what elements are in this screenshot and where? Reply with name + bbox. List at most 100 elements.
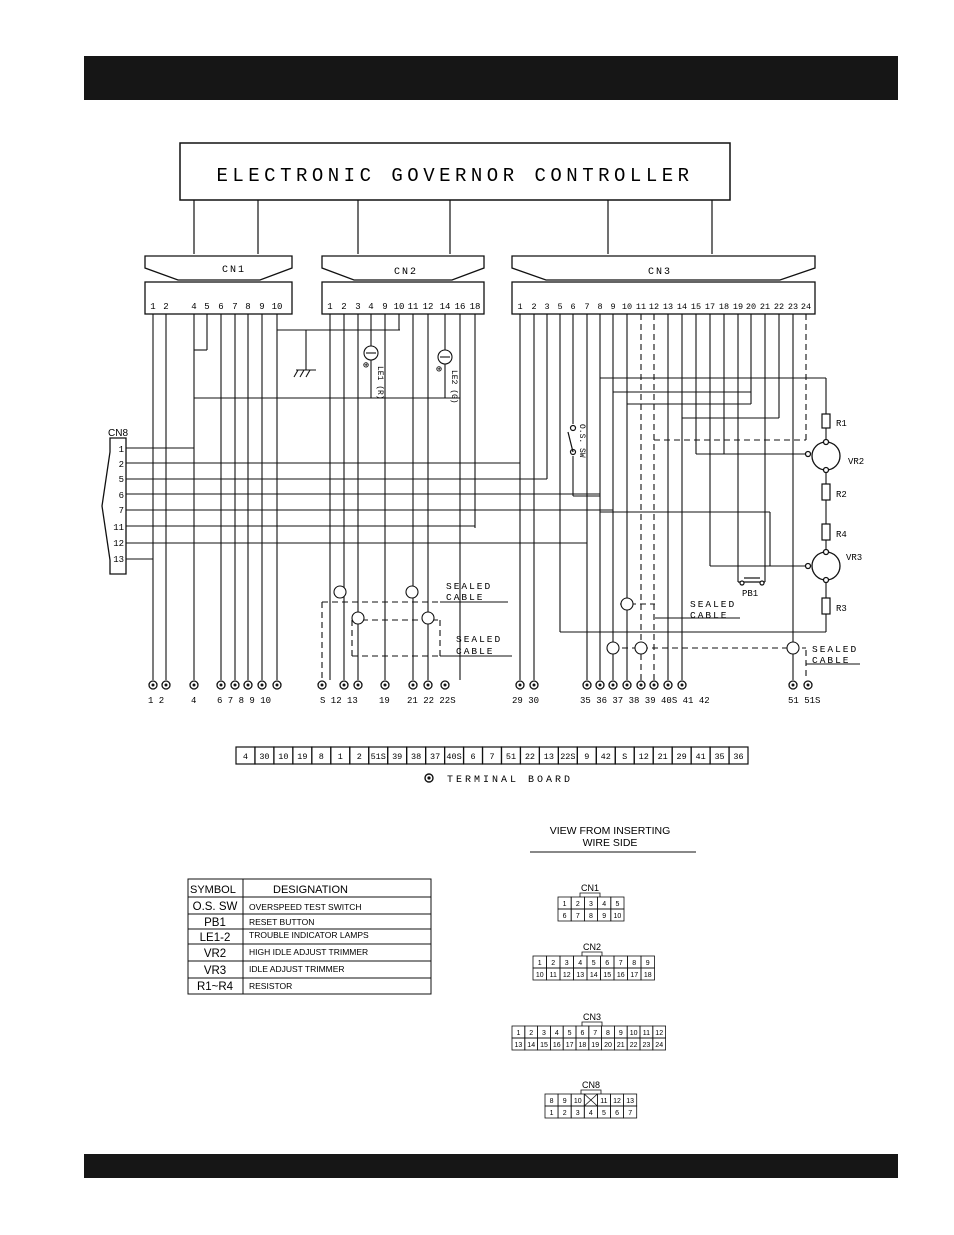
cn1-body <box>144 281 293 315</box>
legend-designation: HIGH IDLE ADJUST TRIMMER <box>249 947 368 957</box>
cn3-pin: 8 <box>597 302 602 312</box>
view-cn2-cell-label: 3 <box>565 960 569 967</box>
cn2-pin: 18 <box>470 302 481 312</box>
cn1-header <box>144 255 293 281</box>
view-cn3-cell-label: 4 <box>555 1030 559 1037</box>
cn3-body <box>511 281 816 315</box>
cn3-pin: 12 <box>649 302 659 312</box>
pb1-label: PB1 <box>742 589 758 599</box>
terminal-board-cell-label: 19 <box>297 752 307 762</box>
view-cn8-cell-label: 4 <box>589 1110 593 1117</box>
trimmer-vr3-icon <box>811 551 841 581</box>
lamp-le2-icon <box>437 349 453 365</box>
cn3-pin: 19 <box>733 302 743 312</box>
view-cn3-cell-label: 24 <box>655 1042 663 1049</box>
view-cn2-cell-label: 6 <box>605 960 609 967</box>
svg-text:⊕: ⊕ <box>436 365 442 376</box>
view-cn2-cell-label: 18 <box>644 972 652 979</box>
sealed-cable-1-line2: CABLE <box>446 592 485 603</box>
terminal-labels-21-22s: 21 22 22S <box>407 696 456 706</box>
cn2-pin: 16 <box>455 302 466 312</box>
view-cn3-cell-label: 12 <box>655 1030 663 1037</box>
view-cn3-cell-label: 15 <box>540 1042 548 1049</box>
terminal-labels-19: 19 <box>379 696 390 706</box>
view-cn2-cell-label: 10 <box>536 972 544 979</box>
lamp-le2-label: LE2 (G) <box>449 370 458 404</box>
cn8-pin: 2 <box>119 460 124 470</box>
cn2-pin: 11 <box>408 302 419 312</box>
view-cn3-cell-label: 7 <box>593 1030 597 1037</box>
view-cn3-cell-label: 6 <box>580 1030 584 1037</box>
legend-designation: RESISTOR <box>249 981 292 991</box>
view-cn1-cell-label: 4 <box>602 901 606 908</box>
cn2-pin: 4 <box>368 302 373 312</box>
sealed-cable-4-line1: SEALED <box>812 644 858 655</box>
cn3-label: CN3 <box>648 267 672 278</box>
view-cn3-cell-label: 20 <box>604 1042 612 1049</box>
cn3-pin: 21 <box>760 302 770 312</box>
cn2-pin: 14 <box>440 302 451 312</box>
view-cn1-cell-label: 7 <box>576 913 580 920</box>
sealed-cable-4-line2: CABLE <box>812 655 851 666</box>
r3-label: R3 <box>836 604 847 614</box>
view-cn1-label: CN1 <box>581 883 599 893</box>
cn2-pin: 12 <box>423 302 434 312</box>
view-cn1-cell-label: 9 <box>602 913 606 920</box>
cn8-pin: 13 <box>113 555 124 565</box>
cn1-pin: 7 <box>232 302 237 312</box>
terminal-board-cell-label: 8 <box>319 752 324 762</box>
sealed-cable-3-line2: CABLE <box>690 610 729 621</box>
terminal-board-cell-label: 29 <box>677 752 687 762</box>
cn1-pin: 8 <box>245 302 250 312</box>
view-cn8-cell-label: 13 <box>626 1098 634 1105</box>
terminal-board-cell-label: 30 <box>259 752 269 762</box>
cn2-header <box>321 255 485 281</box>
view-cn8-cell <box>623 1105 638 1119</box>
terminal-board-cell-label: 13 <box>544 752 554 762</box>
legend-symbol: O.S. SW <box>193 901 238 913</box>
cn2-pin: 2 <box>341 302 346 312</box>
terminal-board-cell-label: 40S <box>446 752 461 762</box>
view-cn8-cell-label: 6 <box>615 1110 619 1117</box>
view-heading-line1: VIEW FROM INSERTING <box>550 825 671 837</box>
terminal-board-cell-label: 42 <box>601 752 611 762</box>
legend-designation: IDLE ADJUST TRIMMER <box>249 964 345 974</box>
view-cn1-cell-label: 2 <box>576 901 580 908</box>
cn3-pin: 24 <box>801 302 811 312</box>
resistor-r3 <box>821 597 831 615</box>
footer-bar <box>84 1154 898 1178</box>
view-cn3-cell-label: 14 <box>527 1042 535 1049</box>
legend-symbol: LE1-2 <box>200 932 231 944</box>
view-cn3-cell-label: 8 <box>606 1030 610 1037</box>
view-cn8-cell-label: 12 <box>613 1098 621 1105</box>
terminal-board-caption: TERMINAL BOARD <box>447 775 573 786</box>
view-cn1-cell-label: 1 <box>563 901 567 908</box>
cn1-pin: 9 <box>259 302 264 312</box>
legend-header-symbol: SYMBOL <box>190 884 236 896</box>
view-cn2-cell-label: 9 <box>646 960 650 967</box>
view-cn8-cell-label: 11 <box>600 1098 607 1105</box>
cn3-pin: 6 <box>570 302 575 312</box>
view-cn1-cell-label: 8 <box>589 913 593 920</box>
cn8-pin: 6 <box>119 491 124 501</box>
cn1-pin: 6 <box>218 302 223 312</box>
terminal-board-cell-label: 1 <box>338 752 343 762</box>
controller-title: ELECTRONIC GOVERNOR CONTROLLER <box>216 165 693 187</box>
view-cn3-label: CN3 <box>583 1012 601 1022</box>
view-cn8-cell-label: 8 <box>550 1098 554 1105</box>
cn3-pin: 7 <box>584 302 589 312</box>
cn2-label: CN2 <box>394 267 418 278</box>
view-cn3-cell-label: 3 <box>542 1030 546 1037</box>
legend-symbol: PB1 <box>204 917 226 929</box>
terminal-board-cell-label: 4 <box>243 752 248 762</box>
view-cn1-cell-label: 3 <box>589 901 593 908</box>
terminal-labels-29-30: 29 30 <box>512 696 539 706</box>
view-cn3-cell-label: 17 <box>566 1042 574 1049</box>
view-cn3-cell-label: 5 <box>568 1030 572 1037</box>
view-cn2-cell-label: 4 <box>578 960 582 967</box>
sealed-cable-3-line1: SEALED <box>690 599 736 610</box>
cn2-pin: 10 <box>394 302 405 312</box>
view-cn2-cell-label: 16 <box>617 972 625 979</box>
